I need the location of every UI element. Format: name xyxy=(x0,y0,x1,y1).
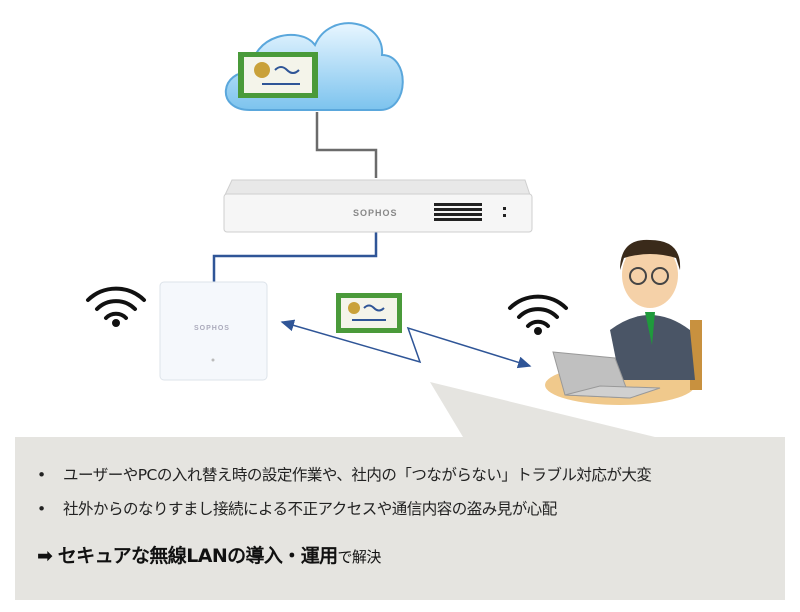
callout-pointer xyxy=(430,382,655,437)
conclusion: ➡ セキュアな無線LANの導入・運用で解決 xyxy=(37,541,381,568)
bullet-item: • 社外からのなりすまし接続による不正アクセスや通信内容の盗み見が心配 xyxy=(37,497,557,519)
wifi-icon xyxy=(508,294,568,335)
certificate-icon xyxy=(238,52,318,98)
user-with-laptop-illustration xyxy=(545,239,702,405)
right-arrow-icon: ➡ xyxy=(37,545,53,567)
wan-wire xyxy=(315,112,378,178)
wireless-link-arrow xyxy=(280,319,532,369)
firewall-brand: SOPHOS xyxy=(353,208,398,218)
certificate-icon xyxy=(336,293,402,333)
conclusion-strong: セキュアな無線LANの導入・運用 xyxy=(57,545,338,567)
bullet-marker: • xyxy=(37,500,46,518)
conclusion-tail: で解決 xyxy=(337,548,382,566)
bullet-text: 社外からのなりすまし接続による不正アクセスや通信内容の盗み見が心配 xyxy=(63,500,557,518)
bullet-item: • ユーザーやPCの入れ替え時の設定作業や、社内の「つながらない」トラブル対応が大… xyxy=(37,463,652,485)
access-point: SOPHOS xyxy=(159,281,268,381)
firewall-appliance: SOPHOS xyxy=(223,179,533,233)
access-point-brand: SOPHOS xyxy=(194,325,230,332)
lan-wire xyxy=(212,232,378,282)
wifi-icon xyxy=(86,286,146,327)
problem-summary-panel: • ユーザーやPCの入れ替え時の設定作業や、社内の「つながらない」トラブル対応が大… xyxy=(15,437,785,600)
bullet-text: ユーザーやPCの入れ替え時の設定作業や、社内の「つながらない」トラブル対応が大変 xyxy=(63,466,652,484)
bullet-marker: • xyxy=(37,466,46,484)
